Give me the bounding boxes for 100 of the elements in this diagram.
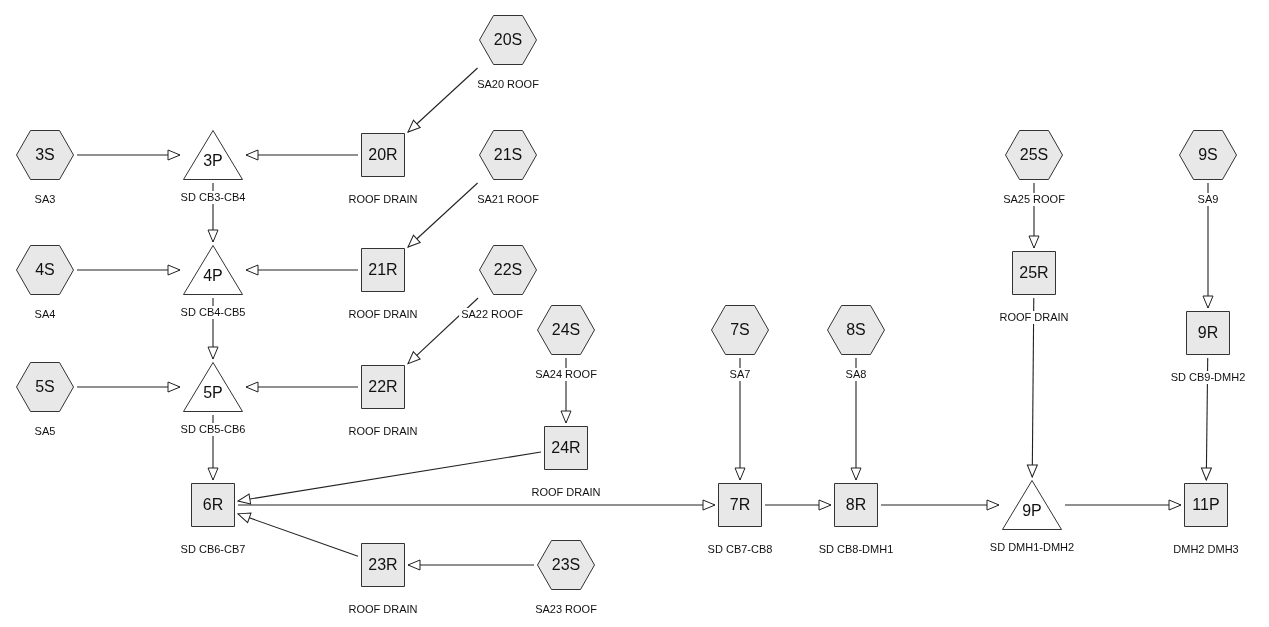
square-node (1186, 311, 1230, 355)
node-caption: SA3 (32, 193, 58, 206)
node-label: 4P (203, 267, 223, 285)
arrow (880, 499, 1000, 511)
arrow (76, 381, 181, 393)
hexagon-node (16, 245, 74, 295)
hexagon-node (479, 15, 537, 65)
square-node (834, 483, 878, 527)
hexagon-node (479, 130, 537, 180)
node-label: 3P (203, 152, 223, 170)
node-label: 22R (368, 378, 398, 396)
node-caption: SA9 (1195, 193, 1221, 206)
node-caption: SD CB8-DMH1 (816, 543, 896, 556)
node-label: 23S (551, 556, 581, 574)
node-label: 3S (35, 146, 55, 164)
node-label: 20R (368, 146, 398, 164)
arrow (237, 451, 542, 505)
node-caption: SD CB9-DMH2 (1168, 371, 1248, 384)
arrow (764, 499, 832, 511)
hexagon-node (1005, 130, 1063, 180)
node-caption: SA22 ROOF (459, 308, 525, 321)
hexagon-node (537, 305, 595, 355)
hexagon-node (16, 362, 74, 412)
node-label: 5P (203, 384, 223, 402)
hexagon-node (711, 305, 769, 355)
node-label: 25S (1019, 146, 1049, 164)
arrow (1064, 499, 1182, 511)
node-label: 9R (1197, 324, 1219, 342)
triangle-node (183, 362, 243, 412)
arrow (245, 149, 359, 161)
square-node (1184, 483, 1228, 527)
arrow (237, 512, 359, 557)
hexagon-node (827, 305, 885, 355)
arrow (1026, 297, 1038, 478)
node-label: 25R (1019, 264, 1049, 282)
arrow (850, 357, 862, 481)
node-caption: SD CB3-CB4 (178, 191, 248, 204)
square-node (544, 426, 588, 470)
node-label: 24S (551, 321, 581, 339)
square-node (718, 483, 762, 527)
arrow (245, 381, 359, 393)
node-caption: SD CB7-CB8 (705, 543, 775, 556)
arrow (237, 499, 716, 511)
node-label: 5S (35, 378, 55, 396)
node-label: 4S (35, 261, 55, 279)
node-caption: ROOF DRAIN (346, 193, 420, 206)
node-label: 8R (845, 496, 867, 514)
node-caption: SA5 (32, 425, 58, 438)
node-label: 20S (493, 31, 523, 49)
arrow (734, 357, 746, 481)
square-node (361, 248, 405, 292)
node-caption: SD DMH1-DMH2 (987, 541, 1077, 554)
node-label: 7S (730, 321, 750, 339)
triangle-node (183, 130, 243, 180)
arrow (407, 559, 535, 571)
arrow (407, 182, 479, 248)
node-label: 6R (202, 496, 224, 514)
node-label: 9S (1198, 146, 1218, 164)
node-label: 21R (368, 261, 398, 279)
node-caption: SA23 ROOF (533, 603, 599, 616)
triangle-node (183, 245, 243, 295)
node-caption: DMH2 DMH3 (1171, 543, 1241, 556)
node-caption: SA4 (32, 308, 58, 321)
node-caption: SA7 (727, 368, 753, 381)
node-caption: SA20 ROOF (475, 78, 541, 91)
node-caption: ROOF DRAIN (346, 603, 420, 616)
hexagon-node (537, 540, 595, 590)
arrow (407, 67, 479, 133)
node-caption: ROOF DRAIN (346, 425, 420, 438)
node-label: 21S (493, 146, 523, 164)
square-node (191, 483, 235, 527)
node-caption: SA24 ROOF (533, 368, 599, 381)
node-caption: SD CB4-CB5 (178, 306, 248, 319)
hexagon-node (479, 245, 537, 295)
node-caption: SA21 ROOF (475, 193, 541, 206)
node-caption: ROOF DRAIN (346, 308, 420, 321)
node-label: 22S (493, 261, 523, 279)
node-caption: SD CB5-CB6 (178, 423, 248, 436)
square-node (361, 365, 405, 409)
arrow (76, 149, 181, 161)
arrow (407, 297, 479, 365)
arrow (245, 264, 359, 276)
node-caption: SA8 (843, 368, 869, 381)
arrow (1200, 357, 1212, 481)
node-label: 9P (1022, 502, 1042, 520)
node-label: 7R (729, 496, 751, 514)
node-label: 24R (551, 439, 581, 457)
hexagon-node (1179, 130, 1237, 180)
square-node (1012, 251, 1056, 295)
node-label: 8S (846, 321, 866, 339)
square-node (361, 133, 405, 177)
node-label: 23R (368, 556, 398, 574)
node-caption: ROOF DRAIN (529, 486, 603, 499)
node-caption: SA25 ROOF (1001, 193, 1067, 206)
triangle-node (1002, 480, 1062, 530)
node-label: 11P (1192, 496, 1220, 514)
node-caption: SD CB6-CB7 (178, 543, 248, 556)
arrow (76, 264, 181, 276)
hexagon-node (16, 130, 74, 180)
square-node (361, 543, 405, 587)
